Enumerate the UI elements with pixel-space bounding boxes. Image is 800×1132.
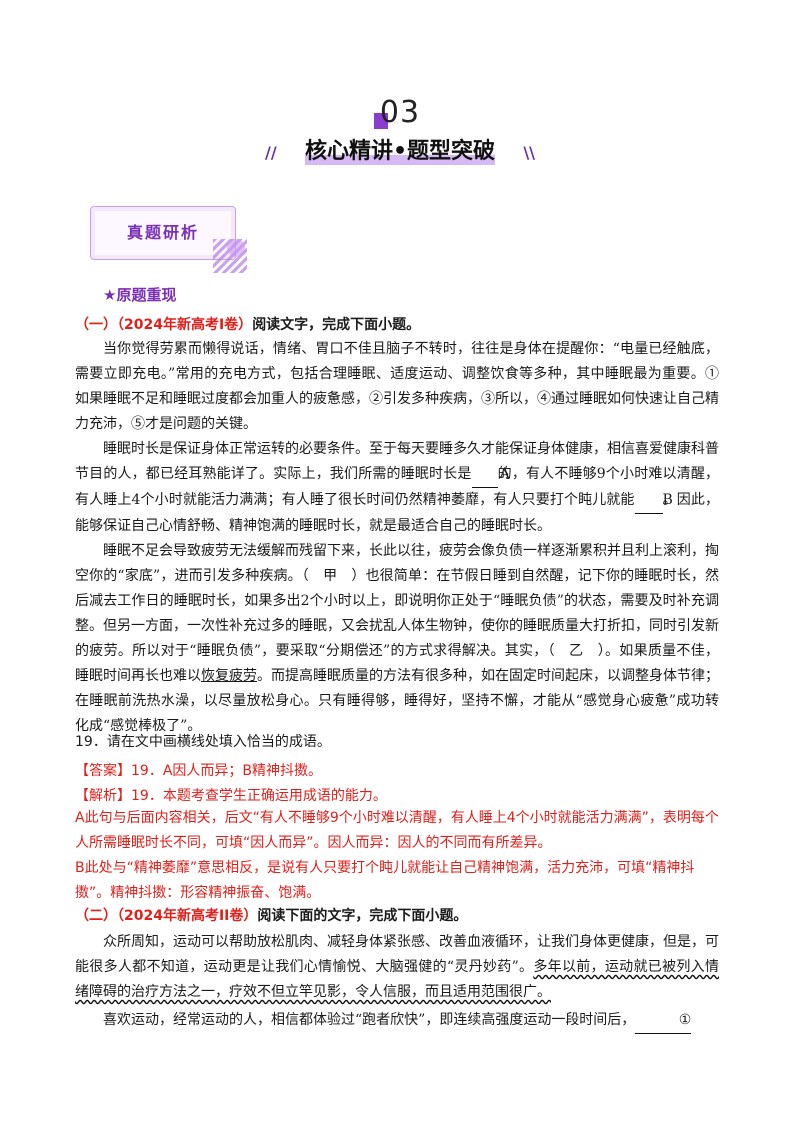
question-2-passage: 众所周知，运动可以帮助放松肌肉、减轻身体紧张感、改善血液循环，让我们身体更健康，…	[75, 930, 719, 1034]
question-1-source: （一）（2024年新高考Ⅰ卷）	[75, 317, 253, 333]
badge-dot-decoration	[227, 239, 245, 257]
section-number: 03	[379, 95, 421, 130]
passage-paragraph-2: 睡眠时长是保证身体正常运转的必要条件。至于每天要睡多久才能保证身体健康，相信喜爱…	[75, 437, 719, 539]
slash-decoration-left: //	[265, 143, 277, 162]
q2-paragraph-2-text: 喜欢运动，经常运动的人，相信都体验过“跑者欣快”，即连续高强度运动一段时间后，	[103, 1012, 636, 1028]
paragraph-3-text-a: 睡眠不足会导致疲劳无法缓解而残留下来，长此以往，疲劳会像负债一样逐渐累积并且利上…	[75, 543, 719, 684]
answer-tag: 【答案】	[75, 763, 131, 779]
section-number-accent	[374, 113, 388, 129]
q2-paragraph-1-text: 众所周知，运动可以帮助放松肌肉、减轻身体紧张感、改善血液循环，让我们身体更健康，…	[75, 934, 719, 975]
question-2-instruction: 阅读下面的文字，完成下面小题。	[257, 908, 468, 924]
wavy-underlined-sentence: 多年以前，运动就已被列入情绪障碍的治疗方法之一，疗效不但立竿见影，令人信服，而且…	[75, 959, 719, 1000]
section-title-highlight	[305, 155, 495, 165]
blank-b: B	[634, 488, 673, 514]
q2-paragraph-2: 喜欢运动，经常运动的人，相信都体验过“跑者欣快”，即连续高强度运动一段时间后，①	[75, 1008, 719, 1034]
analysis-line: 【解析】19．本题考查学生正确运用成语的能力。	[75, 784, 725, 809]
slash-decoration-right: \\	[523, 143, 535, 162]
section-title: 核心精讲•题型突破	[304, 139, 496, 164]
question-2-source: （二）（2024年新高考II卷）	[75, 908, 258, 924]
analysis-a: A此句与后面内容相关，后文“有人不睡够9个小时难以清醒，有人睡上4个小时就能活力…	[75, 810, 719, 851]
blank-a: A	[471, 462, 510, 488]
subheading: ★原题重现	[103, 286, 177, 304]
analysis-text: 19．本题考查学生正确运用成语的能力。	[131, 788, 387, 804]
answer-text: 19．A因人而异；B精神抖擞。	[131, 763, 322, 779]
blank-1: ①	[635, 1008, 692, 1034]
question-1-passage: 当你觉得劳累而懒得说话，情绪、胃口不佳且脑子不转时，往往是身体在提醒你：“电量已…	[75, 337, 719, 739]
passage-paragraph-3: 睡眠不足会导致疲劳无法缓解而残留下来，长此以往，疲劳会像负债一样逐渐累积并且利上…	[75, 539, 719, 739]
paragraph-2-text-a: 睡眠时长是保证身体正常运转的必要条件。至于每天要睡多久才能保证身体健康，相信喜爱…	[75, 441, 719, 482]
paragraph-2-text-c: 。因此，能够保证自己心情舒畅、精神饱满的睡眠时长，就是最适合自己的睡眠时长。	[75, 492, 720, 534]
section-badge: 真题研析	[90, 206, 247, 273]
section-title-block: // 核心精讲•题型突破 \\	[265, 137, 535, 167]
q2-paragraph-1: 众所周知，运动可以帮助放松肌肉、减轻身体紧张感、改善血液循环，让我们身体更健康，…	[75, 930, 719, 1005]
analysis-tag: 【解析】	[75, 788, 131, 804]
underlined-phrase: 恢复疲劳	[201, 668, 257, 684]
paragraph-3-text-b: 。而提高睡眠质量的方法有很多种，如在固定时间起床，以调整身体节律；在睡眠前洗热水…	[75, 668, 719, 734]
question-19: 19．请在文中画横线处填入恰当的成语。	[75, 734, 331, 750]
passage-paragraph-1: 当你觉得劳累而懒得说话，情绪、胃口不佳且脑子不转时，往往是身体在提醒你：“电量已…	[75, 341, 719, 432]
question-2-header: （二）（2024年新高考II卷）阅读下面的文字，完成下面小题。	[75, 904, 725, 929]
badge-label: 真题研析	[126, 223, 199, 242]
question-1-instruction: 阅读文字，完成下面小题。	[252, 317, 421, 333]
answer-line: 【答案】19．A因人而异；B精神抖擞。	[75, 759, 725, 784]
paragraph-2-text-b: 的，有人不睡够9个小时难以清醒，有人睡上4个小时就能活力满满；有人睡了很长时间仍…	[75, 466, 719, 508]
analysis-b: B此处与“精神萎靡”意思相反，是说有人只要打个盹儿就能让自己精神饱满，活力充沛，…	[75, 860, 695, 901]
question-1-header: （一）（2024年新高考Ⅰ卷）阅读文字，完成下面小题。	[75, 313, 725, 338]
